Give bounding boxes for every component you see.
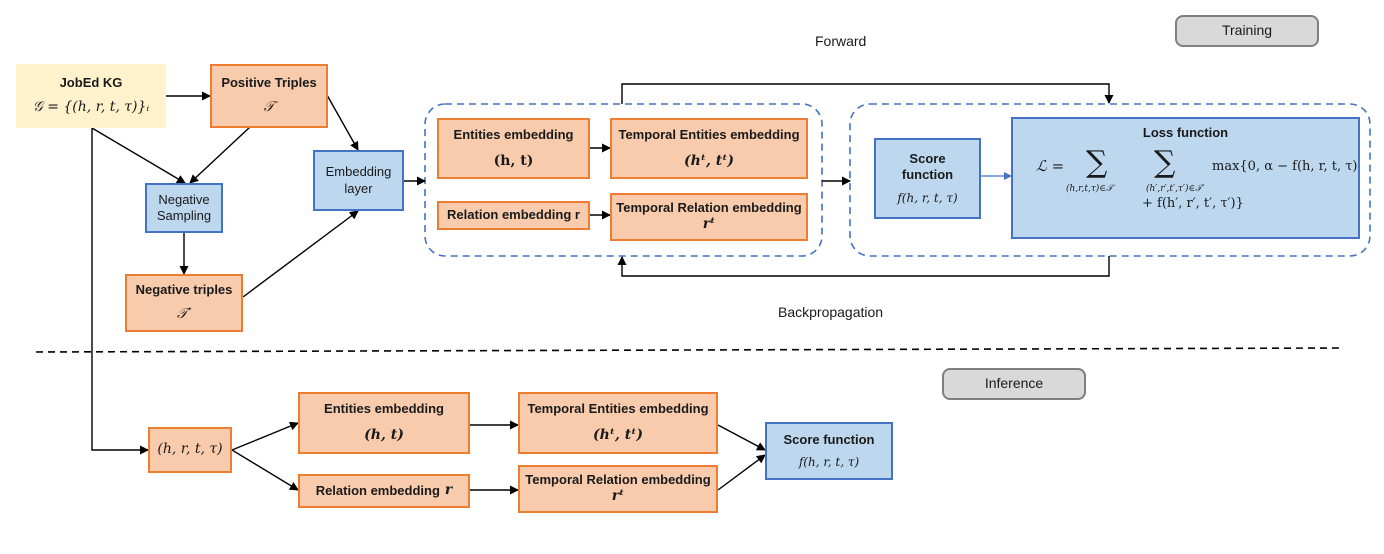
loss-sum-1: ∑	[1086, 145, 1108, 180]
arrow-kg-to-negative-sampling	[91, 127, 186, 184]
negative-sampling-node: Negative Sampling	[145, 183, 223, 233]
entities-embedding-title: Entities embedding	[453, 126, 574, 142]
loss-sub-1: (h,r,t,τ)∈𝒯	[1066, 184, 1113, 194]
positive-triples-formula: 𝒯	[263, 99, 275, 116]
inf-relation-embedding-node: Relation embedding r	[298, 474, 470, 508]
inference-input-formula: (h, r, t, τ)	[157, 441, 223, 458]
arrow-input-to-entities	[231, 421, 299, 451]
score-function-line1: Score	[909, 150, 946, 166]
inf-temporal-relation-embedding-formula: rᵗ	[611, 488, 625, 505]
negative-triples-title: Negative triples	[135, 282, 233, 298]
backpropagation-label: Backpropagation	[778, 304, 884, 320]
inf-score-function-node: Score function f(h, r, t, τ)	[765, 422, 893, 480]
section-divider	[35, 347, 1341, 353]
loss-term-2: + f(h′, r′, t′, τ′)}	[1142, 196, 1244, 211]
embedding-layer-node: Embedding layer	[313, 150, 404, 211]
inf-temporal-relation-embedding-node: Temporal Relation embedding rᵗ	[518, 465, 718, 513]
training-button[interactable]: Training	[1175, 15, 1319, 47]
negative-sampling-line2: Sampling	[156, 208, 212, 223]
loss-sub-2: (h′,r′,t′,τ′)∈𝒯′	[1146, 184, 1205, 194]
positive-triples-node: Positive Triples 𝒯	[210, 64, 328, 128]
inf-relation-embedding-title: Relation embedding	[315, 482, 440, 498]
training-button-label: Training	[1221, 22, 1273, 39]
embedding-layer-line1: Embedding	[325, 164, 392, 180]
entities-embedding-node: Entities embedding (h, t)	[437, 118, 590, 179]
relation-embedding-node: Relation embedding r	[437, 201, 590, 230]
positive-triples-title: Positive Triples	[221, 75, 317, 91]
loss-function-title: Loss function	[1142, 125, 1229, 140]
inf-temporal-entities-embedding-title: Temporal Entities embedding	[527, 401, 709, 417]
arrow-inf-temporal-relation-to-score	[717, 454, 766, 491]
inf-relation-embedding-formula: r	[444, 482, 453, 499]
negative-triples-node: Negative triples 𝒯′	[125, 274, 243, 332]
arrow-kg-to-inference-input	[91, 128, 149, 455]
jobed-kg-formula: 𝒢 = {(h, r, t, τ)}ᵢ	[32, 99, 150, 116]
inference-input-node: (h, r, t, τ)	[148, 427, 232, 473]
temporal-relation-embedding-title: Temporal Relation embedding	[616, 200, 802, 216]
score-function-node: Score function f(h, r, t, τ)	[874, 138, 981, 219]
inf-temporal-relation-embedding-title: Temporal Relation embedding	[525, 472, 711, 488]
arrow-inf-temporal-entities-to-score	[717, 424, 766, 451]
entities-embedding-formula: (h, t)	[493, 152, 534, 169]
relation-embedding-title: Relation embedding r	[447, 207, 580, 223]
score-function-formula: f(h, r, t, τ)	[897, 191, 958, 206]
temporal-entities-embedding-title: Temporal Entities embedding	[618, 126, 800, 142]
temporal-relation-embedding-node: Temporal Relation embedding rᵗ	[610, 193, 808, 241]
negative-sampling-line1: Negative	[158, 191, 210, 207]
arrow-forward-loop	[621, 83, 1114, 104]
jobed-kg-title: JobEd KG	[59, 75, 123, 91]
arrow-backprop-loop	[617, 256, 1110, 277]
loss-group-container	[849, 103, 1371, 257]
loss-sum-2: ∑	[1154, 145, 1176, 180]
jobed-kg-node: JobEd KG 𝒢 = {(h, r, t, τ)}ᵢ	[16, 64, 166, 128]
temporal-entities-embedding-formula: (hᵗ, tᵗ)	[683, 152, 735, 169]
inf-temporal-entities-embedding-formula: (hᵗ, tᵗ)	[592, 427, 644, 444]
inference-button[interactable]: Inference	[942, 368, 1086, 400]
loss-term-1: max{0, α − f(h, r, t, τ)	[1212, 159, 1358, 174]
loss-function-node: Loss function	[1011, 117, 1360, 239]
negative-triples-formula: 𝒯′	[177, 306, 191, 323]
inf-entities-embedding-node: Entities embedding (h, t)	[298, 392, 470, 454]
temporal-relation-embedding-formula: rᵗ	[702, 216, 716, 233]
loss-lhs: ℒ =	[1036, 157, 1065, 175]
inf-score-function-title: Score function	[783, 432, 875, 448]
arrow-positive-to-embedding	[326, 94, 359, 151]
temporal-entities-embedding-node: Temporal Entities embedding (hᵗ, tᵗ)	[610, 118, 808, 179]
forward-label: Forward	[815, 33, 867, 49]
score-function-line2: function	[901, 167, 954, 182]
inference-button-label: Inference	[984, 375, 1044, 392]
inf-entities-embedding-title: Entities embedding	[324, 401, 444, 417]
inf-score-function-formula: f(h, r, t, τ)	[798, 454, 860, 469]
arrow-input-to-relation	[231, 449, 299, 491]
arrow-positive-to-negative-sampling	[189, 126, 251, 184]
inf-entities-embedding-formula: (h, t)	[364, 427, 404, 444]
arrow-negative-triples-to-embedding	[242, 210, 359, 298]
embedding-layer-line2: layer	[344, 180, 373, 196]
inf-temporal-entities-embedding-node: Temporal Entities embedding (hᵗ, tᵗ)	[518, 392, 718, 454]
